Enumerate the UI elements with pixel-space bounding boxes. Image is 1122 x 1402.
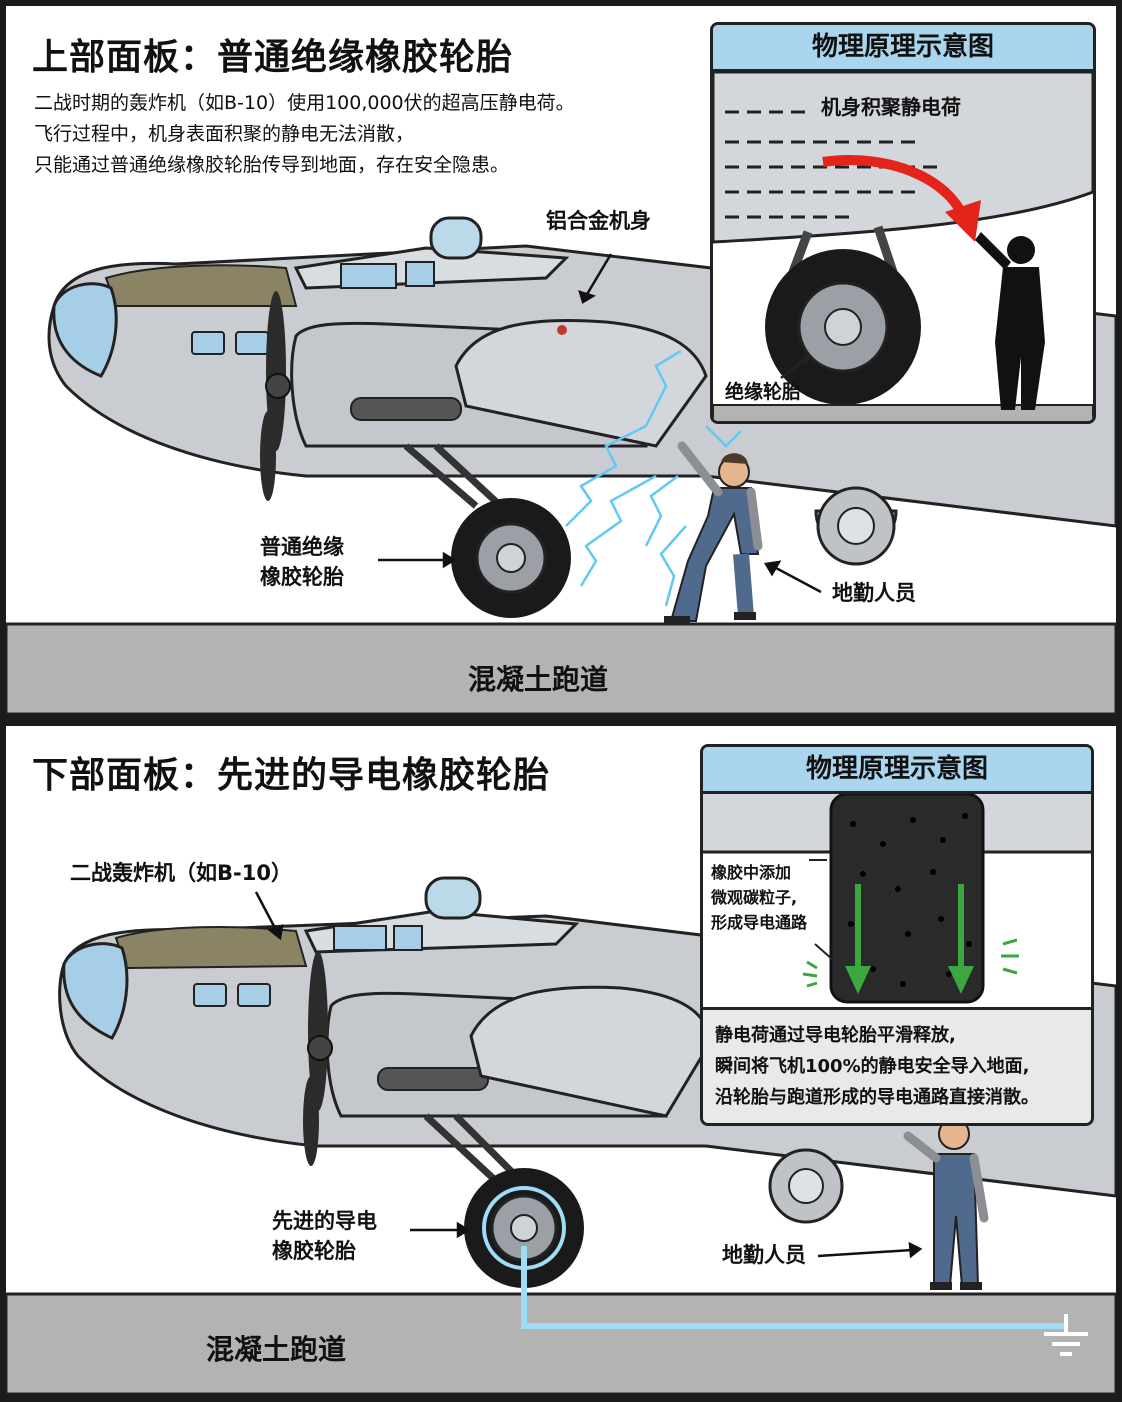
top-panel-title: 上部面板：普通绝缘橡胶轮胎 xyxy=(32,37,514,78)
carbon-particles-label: 橡胶中添加 微观碳粒子, 形成导电通路 xyxy=(711,860,807,935)
top-turret xyxy=(424,876,482,920)
nose-paint xyxy=(114,925,308,970)
top-description: 二战时期的轰炸机（如B-10）使用100,000伏的超高压静电荷。 飞行过程中，… xyxy=(34,88,575,181)
nose-paint xyxy=(104,264,298,307)
carbon-rubber-block xyxy=(829,794,985,1004)
tire-label-line: 普通绝缘 xyxy=(260,535,344,559)
wing xyxy=(454,318,708,448)
runway xyxy=(6,1292,1116,1394)
carbon-label-line: 橡胶中添加 xyxy=(711,863,792,882)
inset-scene xyxy=(713,72,1093,421)
propeller xyxy=(303,951,333,1166)
worker-label: 地勤人员 xyxy=(722,1243,806,1267)
runway xyxy=(6,622,1116,714)
bottom-panel-title: 下部面板：先进的导电橡胶轮胎 xyxy=(32,755,551,796)
description-line: 飞行过程中，机身表面积聚的静电无法消散， xyxy=(34,123,415,145)
inset-explanation: 静电荷通过导电轮胎平滑释放, 瞬间将飞机100%的静电安全导入地面, 沿轮胎与跑… xyxy=(703,1007,1091,1123)
insulated-tire-label: 绝缘轮胎 xyxy=(725,381,802,403)
arrow-icon xyxy=(254,891,923,1259)
arrow-icon xyxy=(378,253,822,594)
fuselage-label: 铝合金机身 xyxy=(546,209,651,233)
tire-label-line: 橡胶轮胎 xyxy=(272,1239,356,1263)
tire-label: 先进的导电 橡胶轮胎 xyxy=(272,1206,377,1266)
main-tire xyxy=(451,498,571,618)
carbon-label-line: 形成导电通路 xyxy=(711,913,808,932)
bomber-label: 二战轰炸机（如B-10） xyxy=(70,861,292,885)
main-tire xyxy=(464,1168,584,1288)
inset-scene xyxy=(703,794,1091,1004)
conductive-arrows xyxy=(845,884,974,994)
nose-glass xyxy=(52,282,118,378)
note-line: 瞬间将飞机100%的静电安全导入地面, xyxy=(715,1056,1030,1077)
ground-path xyxy=(521,1246,1066,1329)
physics-inset: 物理原理示意图 机身积聚静电荷 xyxy=(710,22,1096,424)
rear-tire xyxy=(768,1148,844,1224)
top-turret xyxy=(429,216,483,260)
tire-label-line: 先进的导电 xyxy=(272,1209,377,1233)
worker-figure xyxy=(664,441,763,624)
runway-label: 混凝土跑道 xyxy=(468,663,609,696)
description-line: 二战时期的轰炸机（如B-10）使用100,000伏的超高压静电荷。 xyxy=(34,92,575,114)
ground-symbol-icon xyxy=(1044,1314,1088,1356)
carbon-label-line: 微观碳粒子, xyxy=(711,888,798,907)
tire-label-line: 橡胶轮胎 xyxy=(260,565,344,589)
note-line: 静电荷通过导电轮胎平滑释放, xyxy=(715,1025,956,1046)
description-line: 只能通过普通绝缘橡胶轮胎传导到地面，存在安全隐患。 xyxy=(34,154,510,176)
rear-tire xyxy=(814,486,898,566)
charge-label: 机身积聚静电荷 xyxy=(821,95,961,119)
bottom-panel: 下部面板：先进的导电橡胶轮胎 二战轰炸机（如B-10） 先进的导电 橡胶轮胎 地… xyxy=(6,726,1116,1394)
spark-icon xyxy=(565,349,742,607)
worker-label: 地勤人员 xyxy=(832,581,916,605)
note-line: 沿轮胎与跑道形成的导电通路直接消散。 xyxy=(715,1087,1039,1108)
propeller xyxy=(260,291,291,501)
top-panel: 上部面板：普通绝缘橡胶轮胎 二战时期的轰炸机（如B-10）使用100,000伏的… xyxy=(6,6,1116,714)
silhouette-figure xyxy=(975,232,1045,410)
nose-glass xyxy=(62,942,129,1040)
inset-title: 物理原理示意图 xyxy=(703,747,1091,794)
physics-inset: 物理原理示意图 橡胶中添加 xyxy=(700,744,1094,1126)
tire-label: 普通绝缘 橡胶轮胎 xyxy=(260,532,344,592)
runway-label: 混凝土跑道 xyxy=(206,1333,347,1366)
inset-title: 物理原理示意图 xyxy=(713,25,1093,72)
